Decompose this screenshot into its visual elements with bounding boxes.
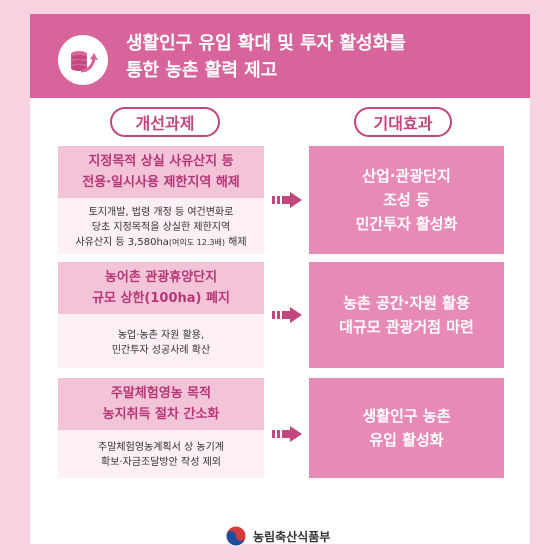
arrow-right-icon: [272, 307, 302, 323]
title-line-1: 생활인구 유입 확대 및 투자 활성화를: [126, 33, 406, 54]
task-detail-1-line-1: 토지개발, 법령 개정 등 여건변화로: [88, 207, 234, 218]
task-title-3-line-2: 농지취득 절차 간소화: [102, 407, 220, 422]
task-detail-1-line-2: 당초 지정목적을 상실한 제한지역: [91, 222, 231, 233]
task-detail-1-line-3-end: 해제: [224, 237, 247, 248]
task-detail-3: 주말체험영농계획서 상 농기계 확보·자금조달방안 작성 제외: [58, 440, 264, 470]
task-detail-1-line-3-note: (여의도 12.3배): [168, 238, 225, 247]
column-label-effects: 기대효과: [354, 107, 452, 137]
task-detail-1-line-3-main: 사유산지 등 3,580ha: [75, 237, 169, 248]
title-line-2: 통한 농촌 활력 제고: [126, 60, 278, 81]
taegeuk-emblem-icon: [225, 525, 247, 547]
task-title-3: 주말체험영농 목적 농지취득 절차 간소화: [58, 378, 264, 430]
coins-growth-icon: [58, 35, 108, 85]
task-box-3: 주말체험영농 목적 농지취득 절차 간소화 주말체험영농계획서 상 농기계 확보…: [58, 378, 264, 478]
task-detail-2-line-1: 농업·농촌 자원 활용,: [117, 330, 205, 341]
task-title-2-line-2: 규모 상한(100ha) 폐지: [92, 291, 230, 306]
effect-3-line-2: 유입 활성화: [369, 431, 444, 449]
task-detail-3-line-2: 확보·자금조달방안 작성 제외: [101, 457, 221, 468]
page-title: 생활인구 유입 확대 및 투자 활성화를 통한 농촌 활력 제고: [126, 30, 506, 84]
task-title-2: 농어촌 관광휴양단지 규모 상한(100ha) 폐지: [58, 262, 264, 314]
task-detail-3-line-1: 주말체험영농계획서 상 농기계: [98, 442, 224, 453]
task-detail-1: 토지개발, 법령 개정 등 여건변화로 당초 지정목적을 상실한 제한지역 사유…: [58, 205, 264, 250]
effect-1-line-2: 조성 등: [383, 191, 430, 209]
arrow-right-icon: [272, 426, 302, 442]
effect-1-line-1: 산업·관광단지: [362, 167, 451, 185]
task-title-1-line-1: 지정목적 상실 사유산지 등: [88, 154, 234, 169]
task-title-2-line-1: 농어촌 관광휴양단지: [104, 270, 218, 285]
arrow-right-icon: [272, 192, 302, 208]
effect-box-3: 생활인구 농촌 유입 활성화: [309, 378, 504, 478]
effect-box-2: 농촌 공간·자원 활용 대규모 관광거점 마련: [309, 262, 504, 368]
effect-1-line-3: 민간투자 활성화: [355, 215, 458, 233]
task-detail-2-line-2: 민간투자 성공사례 확산: [111, 345, 211, 356]
ministry-footer: 농림축산식품부: [225, 524, 330, 548]
task-detail-2: 농업·농촌 자원 활용, 민간투자 성공사례 확산: [58, 328, 264, 358]
task-title-1-line-2: 전용·일시사용 제한지역 해제: [82, 175, 240, 190]
effect-3-line-1: 생활인구 농촌: [362, 407, 451, 425]
effect-2-line-2: 대규모 관광거점 마련: [339, 318, 474, 336]
effect-2-line-1: 농촌 공간·자원 활용: [343, 294, 470, 312]
task-box-2: 농어촌 관광휴양단지 규모 상한(100ha) 폐지 농업·농촌 자원 활용, …: [58, 262, 264, 368]
header-banner: [30, 14, 530, 98]
ministry-name: 농림축산식품부: [253, 529, 331, 544]
effect-box-1: 산업·관광단지 조성 등 민간투자 활성화: [309, 146, 504, 254]
task-title-1: 지정목적 상실 사유산지 등 전용·일시사용 제한지역 해제: [58, 146, 264, 198]
column-label-tasks: 개선과제: [110, 107, 220, 137]
task-box-1: 지정목적 상실 사유산지 등 전용·일시사용 제한지역 해제 토지개발, 법령 …: [58, 146, 264, 254]
task-title-3-line-1: 주말체험영농 목적: [110, 386, 212, 401]
task-detail-1-line-3: 사유산지 등 3,580ha(여의도 12.3배) 해제: [58, 235, 264, 250]
